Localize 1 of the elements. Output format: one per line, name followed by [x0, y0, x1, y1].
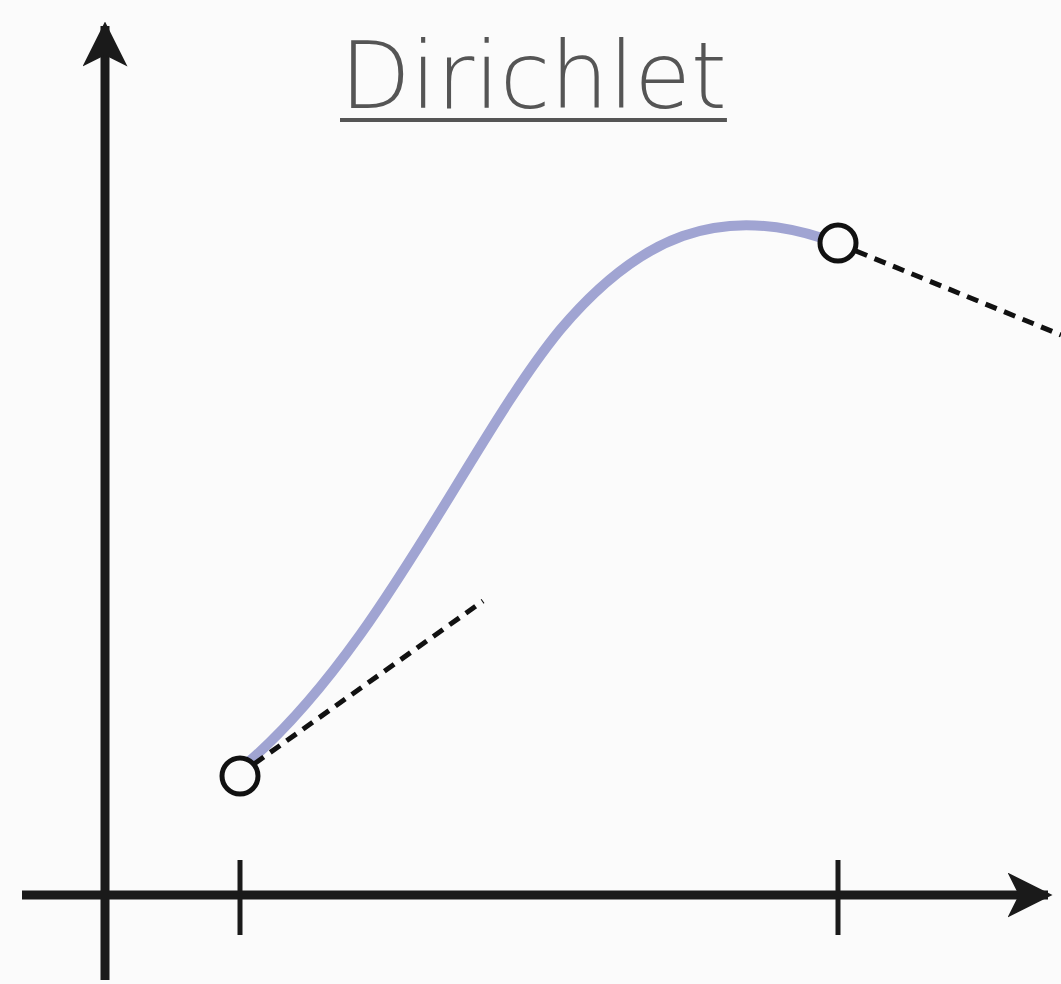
title: Dirichlet [340, 22, 727, 132]
